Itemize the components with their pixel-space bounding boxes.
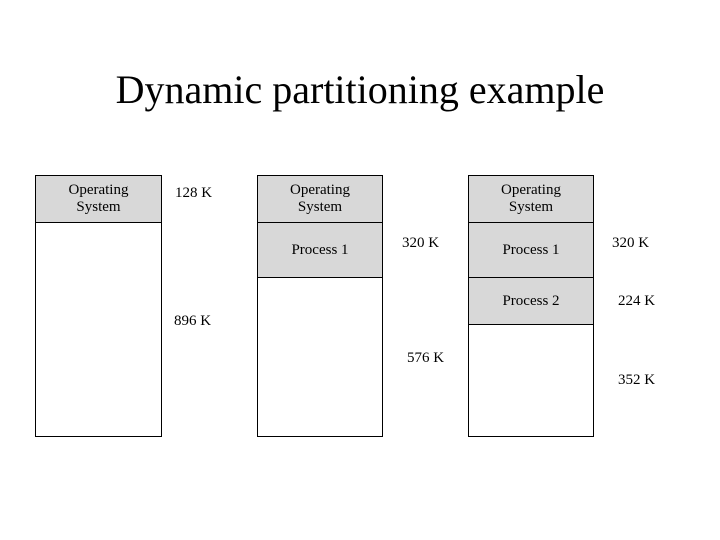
process1-size-label-map2: 320 K (402, 235, 440, 251)
process1-label: Process 1 (291, 241, 349, 258)
os-label-line2: System (508, 199, 554, 215)
os-label-line2: System (76, 199, 121, 215)
memory-map-initial: Operating System (35, 175, 162, 437)
free-partition (36, 223, 161, 436)
process1-partition: Process 1 (469, 223, 593, 278)
os-label-line1: Operating (501, 182, 561, 198)
process2-partition: Process 2 (469, 278, 593, 325)
os-partition: Operating System (469, 176, 593, 223)
memory-map-after-process1: Operating System Process 1 (257, 175, 383, 437)
process1-label: Process 1 (502, 241, 560, 258)
free-size-label-map2: 576 K (407, 350, 445, 366)
memory-map-after-process2: Operating System Process 1 Process 2 (468, 175, 594, 437)
process1-partition: Process 1 (258, 223, 382, 278)
process1-size-label-map3: 320 K (612, 235, 650, 251)
os-label-line1: Operating (68, 182, 129, 198)
free-size-label-map3: 352 K (618, 372, 656, 388)
process2-size-label-map3: 224 K (618, 293, 656, 309)
process2-label: Process 2 (502, 292, 560, 309)
free-partition (258, 278, 382, 436)
os-size-label-map1: 128 K (175, 185, 213, 201)
os-label-line1: Operating (290, 182, 350, 198)
slide-title: Dynamic partitioning example (115, 67, 605, 112)
free-size-label-map1: 896 K (174, 313, 212, 329)
free-partition (469, 325, 593, 436)
os-partition: Operating System (258, 176, 382, 223)
os-partition: Operating System (36, 176, 161, 223)
os-label-line2: System (297, 199, 343, 215)
